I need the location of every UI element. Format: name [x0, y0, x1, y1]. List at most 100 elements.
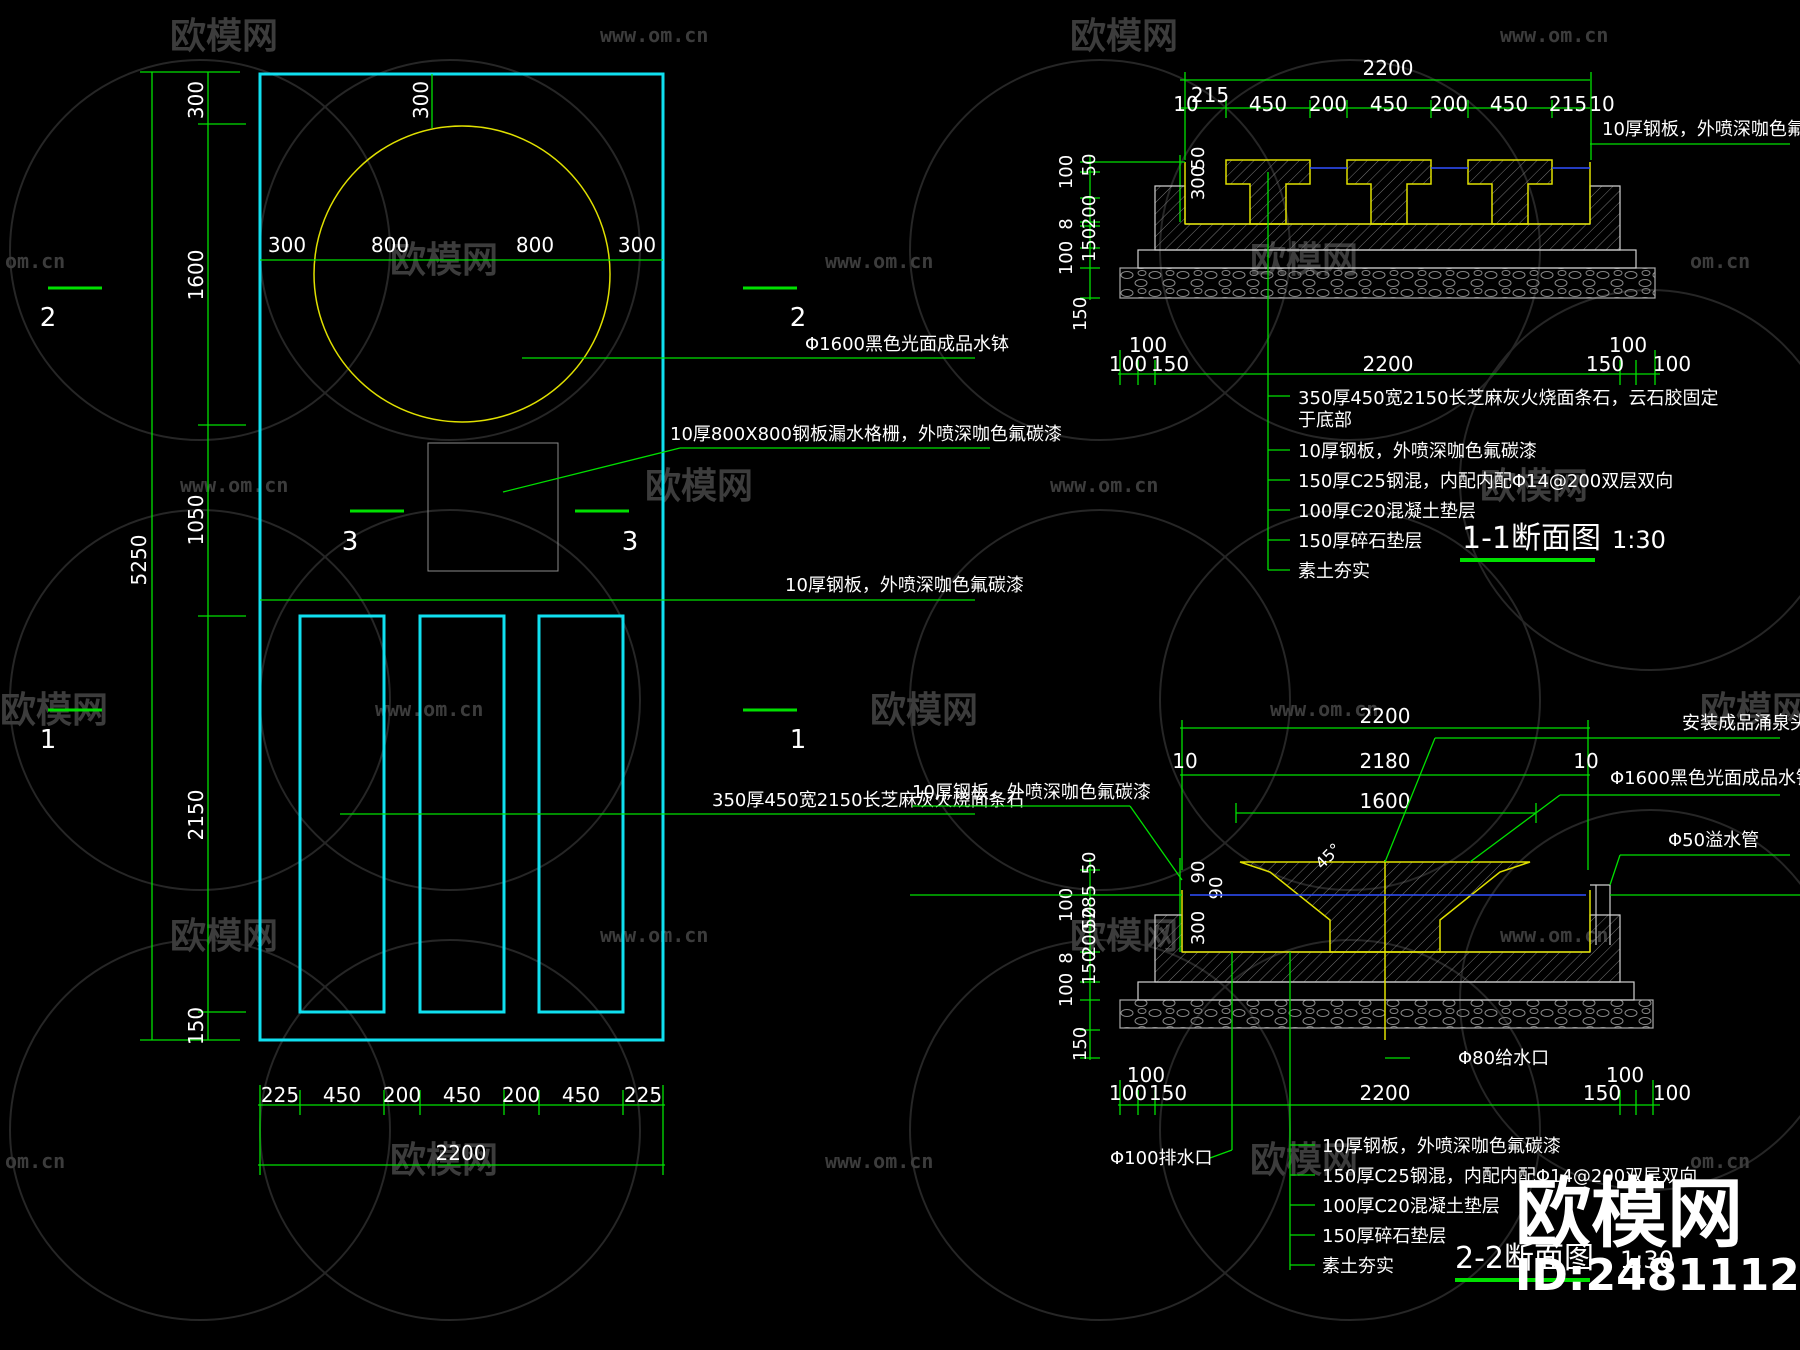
watermark-url: www.om.cn	[1270, 697, 1378, 721]
watermark-logo: 欧模网	[170, 16, 278, 57]
s2-note-drain: Φ100排水口	[1110, 1148, 1213, 1169]
s1-left-dim: 100	[1056, 241, 1077, 275]
s2-note: 10厚钢板，外喷深咖色氟碳漆	[1322, 1136, 1561, 1157]
s2-scale: 1:30	[1620, 1246, 1674, 1274]
grate-square	[427, 442, 559, 572]
watermark-logo: 欧模网	[170, 916, 278, 957]
s2-note-supply: Φ80给水口	[1458, 1048, 1549, 1069]
s1-bottom-top: 100	[1129, 333, 1167, 357]
section-1-1: 2200 10 215 450 200 450 200 450 215 10 1…	[1056, 56, 1800, 582]
s2-left-dim: 200	[1079, 923, 1100, 957]
watermark-url: www.om.cn	[1050, 473, 1158, 497]
s2-bottom-dim: 100	[1109, 1081, 1147, 1105]
s2-note: 150厚碎石垫层	[1322, 1226, 1446, 1247]
s1-note: 于底部	[1298, 410, 1352, 431]
s2-bottom-dim: 150	[1149, 1081, 1187, 1105]
s1-scale: 1:30	[1612, 526, 1666, 554]
section-mark: 3	[342, 527, 359, 557]
s1-top-dim: 10	[1589, 92, 1614, 116]
watermark-logo: 欧模网	[390, 1140, 498, 1181]
s1-top-dim: 215	[1191, 83, 1229, 107]
plan-bottom-dim: 225	[624, 1083, 662, 1107]
plan-dim-150: 150	[184, 1007, 208, 1045]
watermark-logo: 欧模网	[1070, 16, 1178, 57]
s1-note: 100厚C20混凝土垫层	[1298, 501, 1476, 522]
s2-note-overflow: Φ50溢水管	[1668, 830, 1759, 851]
plan-width-total: 2200	[436, 1141, 487, 1165]
s2-note: 100厚C20混凝土垫层	[1322, 1196, 1500, 1217]
watermark-logo: 欧模网	[1250, 1140, 1358, 1181]
plan-circle-dim: 300	[268, 233, 306, 257]
s1-bottom-dim: 100	[1109, 352, 1147, 376]
s1-top-dim: 215	[1549, 92, 1587, 116]
watermark-logo: 欧模网	[1480, 466, 1588, 507]
s1-c20	[1137, 249, 1637, 269]
s2-note-pump: 安装成品涌泉头	[1682, 713, 1800, 734]
s2-note-plate: 10厚钢板，外喷深咖色氟碳漆	[912, 782, 1151, 803]
s2-left-dim: 150	[1079, 951, 1100, 985]
watermark-url: www.om.cn	[1500, 23, 1608, 47]
section-mark: 2	[40, 303, 57, 333]
watermark-url: om.cn	[5, 1149, 65, 1173]
s1-top-dim: 450	[1249, 92, 1287, 116]
s2-left-dim: 150	[1070, 1027, 1091, 1061]
s2-bottom-top: 100	[1606, 1063, 1644, 1087]
note-plate: 10厚钢板，外喷深咖色氟碳漆	[785, 575, 1024, 596]
s1-left-dim: 8	[1056, 218, 1077, 229]
s2-dim-10: 10	[1573, 749, 1598, 773]
s1-top-total: 2200	[1363, 56, 1414, 80]
watermark-logo-large: 欧模网	[1515, 1169, 1743, 1258]
plan-circle-dim: 800	[371, 233, 409, 257]
s1-bottom-dim: 150	[1586, 352, 1624, 376]
plan-dim-1050: 1050	[184, 495, 208, 546]
plan-dim-1600: 1600	[184, 250, 208, 301]
s1-left-dim: 100	[1056, 155, 1077, 189]
s1-note: 150厚C25钢混，内配内配Φ14@200双层双向	[1298, 471, 1673, 492]
watermark-url: om.cn	[5, 249, 65, 273]
s2-dim-2180: 2180	[1360, 749, 1411, 773]
s2-c20	[1137, 981, 1635, 1001]
s2-left-dim: 100	[1056, 973, 1077, 1007]
s1-stone	[1467, 159, 1553, 225]
plan-circle-dim: 800	[516, 233, 554, 257]
s1-note: 350厚450宽2150长芝麻灰火烧面条石，云石胶固定	[1298, 388, 1719, 409]
plan-bottom-dim: 200	[502, 1083, 540, 1107]
s1-bottom-top: 100	[1609, 333, 1647, 357]
s2-note: 素土夯实	[1322, 1256, 1394, 1277]
watermark-url: www.om.cn	[825, 249, 933, 273]
watermark-id: ID:2481112	[1515, 1250, 1800, 1301]
watermark-url: www.om.cn	[600, 923, 708, 947]
s1-stone	[1346, 159, 1432, 225]
s2-bottom-dim: 100	[1653, 1081, 1691, 1105]
section-mark: 3	[622, 527, 639, 557]
plan-view: 5250 300 1600 1050 2150 150 300 300 800 …	[40, 71, 1062, 1175]
s2-dim-10: 10	[1172, 749, 1197, 773]
plan-dim-300: 300	[184, 81, 208, 119]
note-grate: 10厚800X800钢板漏水格栅，外喷深咖色氟碳漆	[670, 424, 1062, 445]
s1-title: 1-1断面图	[1462, 521, 1601, 556]
s2-title: 2-2断面图	[1455, 1241, 1594, 1276]
plan-bottom-dim: 200	[383, 1083, 421, 1107]
s1-left-dim: 50	[1079, 154, 1100, 177]
s2-bottom-dim: 150	[1583, 1081, 1621, 1105]
watermark-url: www.om.cn	[180, 473, 288, 497]
s1-note: 150厚碎石垫层	[1298, 531, 1422, 552]
s2-left-dim: 50	[1079, 907, 1100, 930]
watermark-url: www.om.cn	[825, 1149, 933, 1173]
s1-left-dim: 150	[1079, 228, 1100, 262]
s2-bottom-dim: 2200	[1360, 1081, 1411, 1105]
s2-left-dim: 100	[1056, 888, 1077, 922]
s1-top-dim: 450	[1370, 92, 1408, 116]
plan-circle-dim: 300	[618, 233, 656, 257]
s1-note: 10厚钢板，外喷深咖色氟碳漆	[1298, 441, 1537, 462]
s2-left-dim: 90	[1206, 877, 1227, 900]
s1-left-dim: 200	[1079, 195, 1100, 229]
plan-top-300: 300	[409, 81, 433, 119]
s2-left-dim: 90	[1188, 861, 1209, 884]
s1-bottom-dim: 2200	[1363, 352, 1414, 376]
s1-gravel	[1119, 267, 1656, 299]
s2-left-dim: 8	[1056, 952, 1077, 963]
s2-left-dim: 50	[1079, 852, 1100, 875]
s2-bottom-top: 100	[1127, 1063, 1165, 1087]
